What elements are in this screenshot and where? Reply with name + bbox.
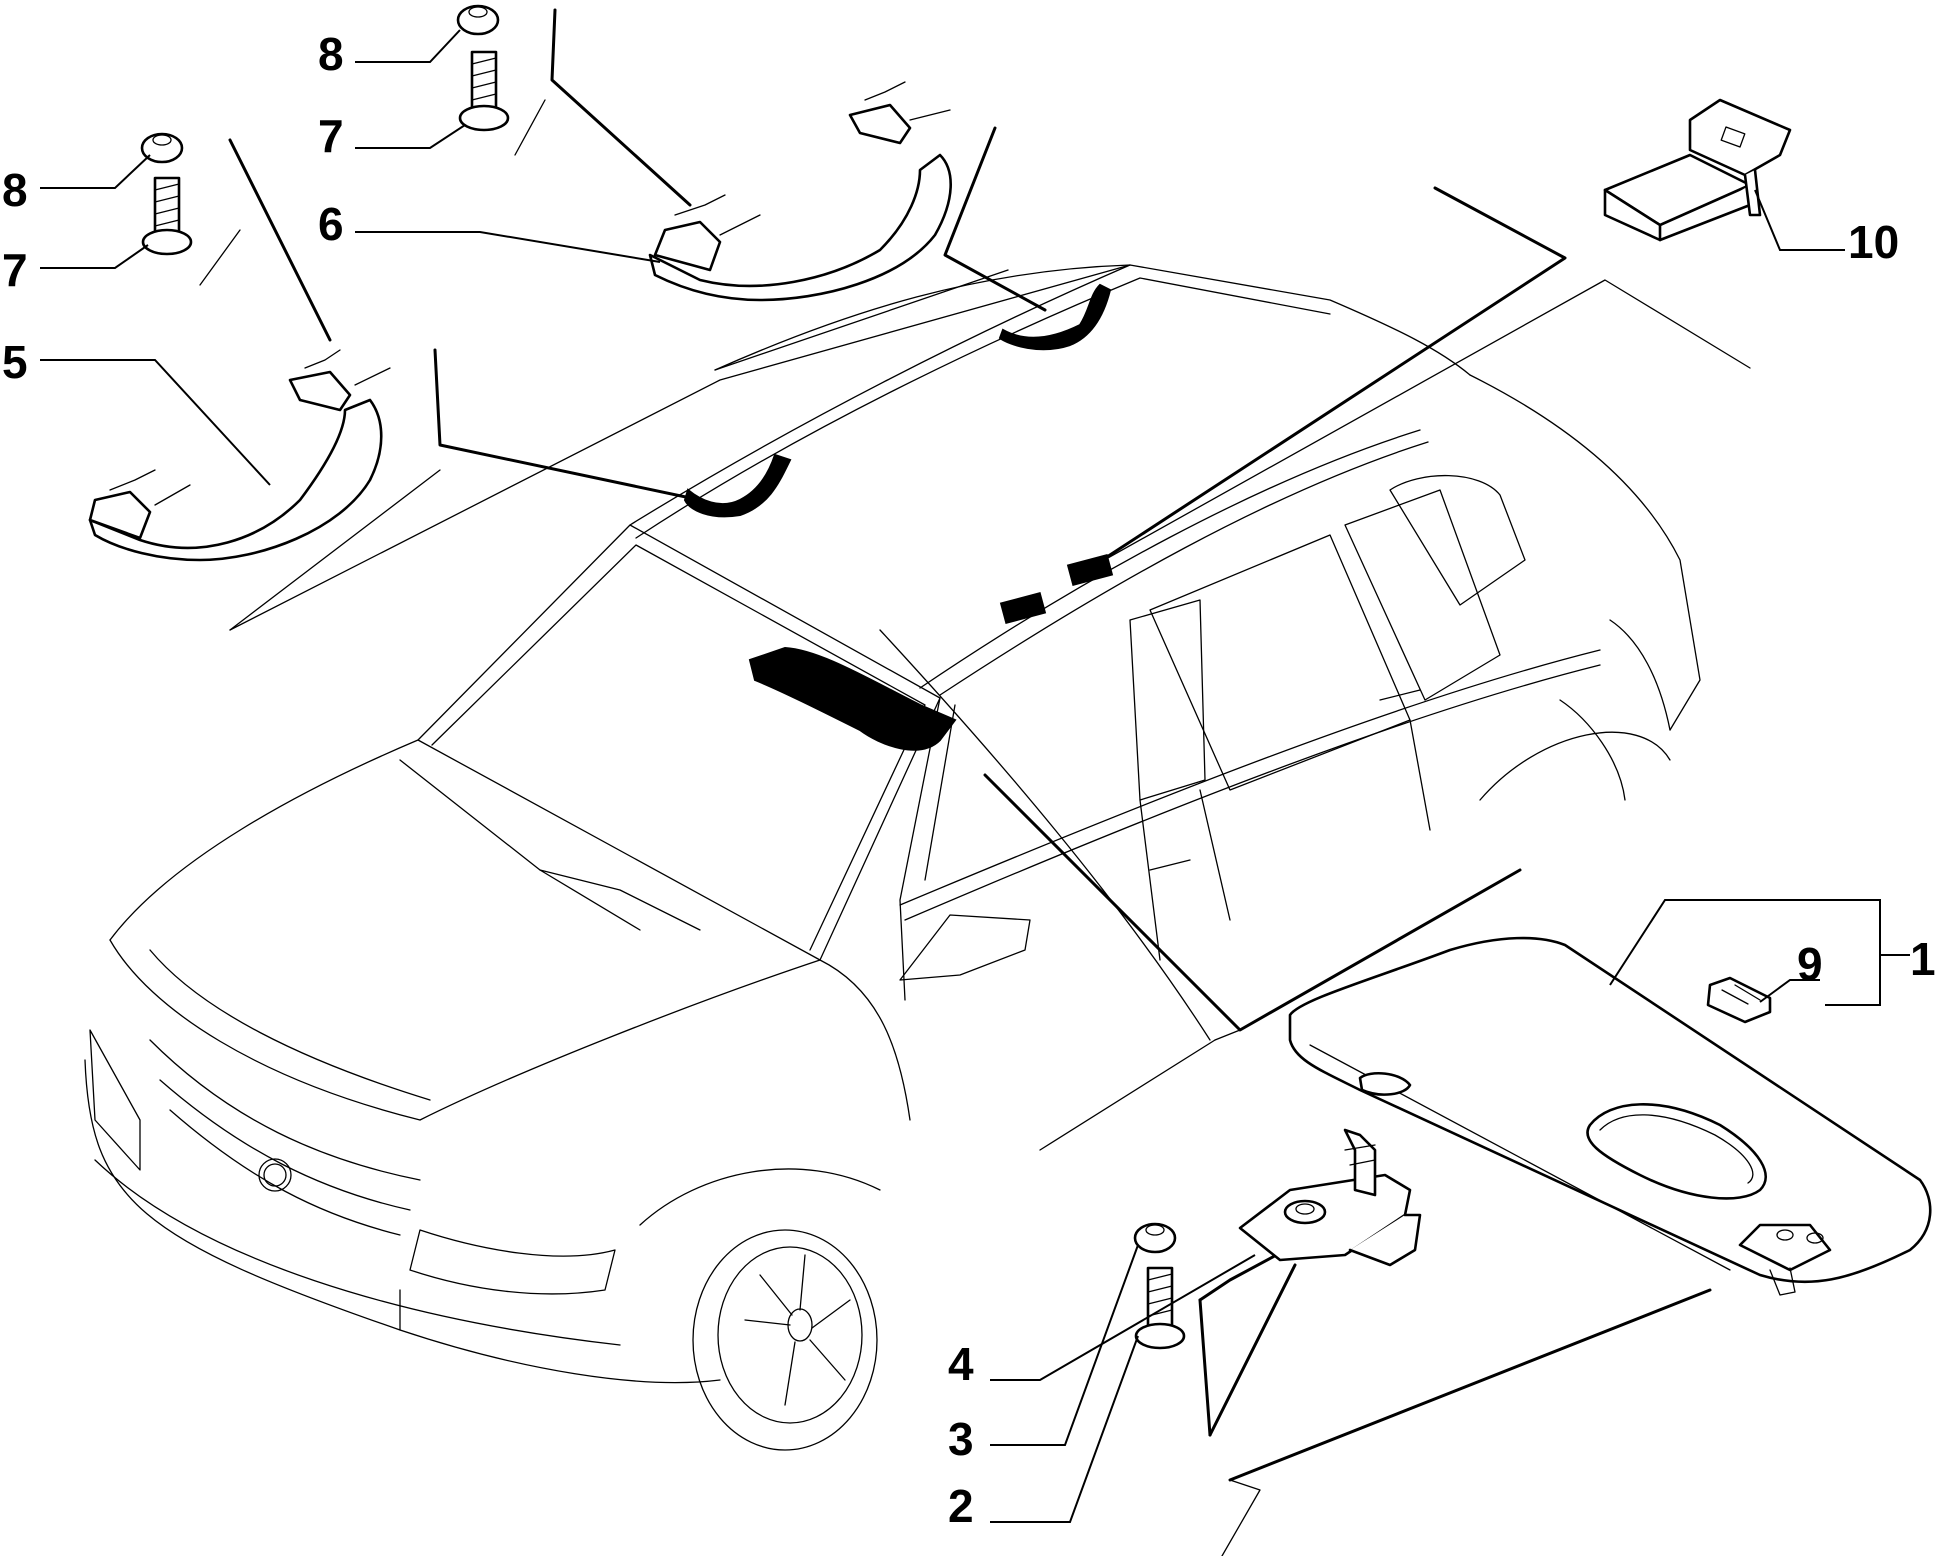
grab-handle-installed-rear (998, 283, 1112, 351)
bolt-2 (1134, 1266, 1186, 1350)
clip-part-9 (1706, 976, 1772, 1024)
visor-bracket-part-4 (1238, 1128, 1422, 1267)
nut-3 (1133, 1222, 1177, 1254)
callout-2: 2 (948, 1480, 974, 1532)
callout-4: 4 (948, 1338, 974, 1390)
callout-8-left: 8 (2, 164, 28, 216)
callout-9: 9 (1797, 938, 1823, 990)
callout-7-right: 7 (318, 110, 344, 162)
callout-3: 3 (948, 1413, 974, 1465)
callout-1: 1 (1910, 933, 1936, 985)
leader-lines (199, 8, 1751, 1556)
sun-visor-installed (748, 646, 957, 751)
callout-6: 6 (318, 198, 344, 250)
bolt-7-left (141, 176, 193, 256)
callout-labels: 8 7 5 8 7 6 10 9 1 4 3 2 (2, 28, 1936, 1532)
bolt-7-right (458, 50, 510, 132)
callout-8-right: 8 (318, 28, 344, 80)
callout-10: 10 (1848, 216, 1899, 268)
callout-leaders (40, 29, 1910, 1523)
grab-handle-installed-front (683, 453, 792, 518)
sun-visor-part-1 (1288, 936, 1932, 1296)
grab-handle-front (88, 349, 391, 562)
car-body (84, 264, 1701, 1451)
nut-8-left (140, 132, 184, 164)
clip-part-10 (1603, 98, 1792, 242)
callout-5: 5 (2, 336, 28, 388)
grab-handle-rear (648, 81, 952, 302)
callout-7-left: 7 (2, 244, 28, 296)
nut-8-right (456, 4, 500, 36)
